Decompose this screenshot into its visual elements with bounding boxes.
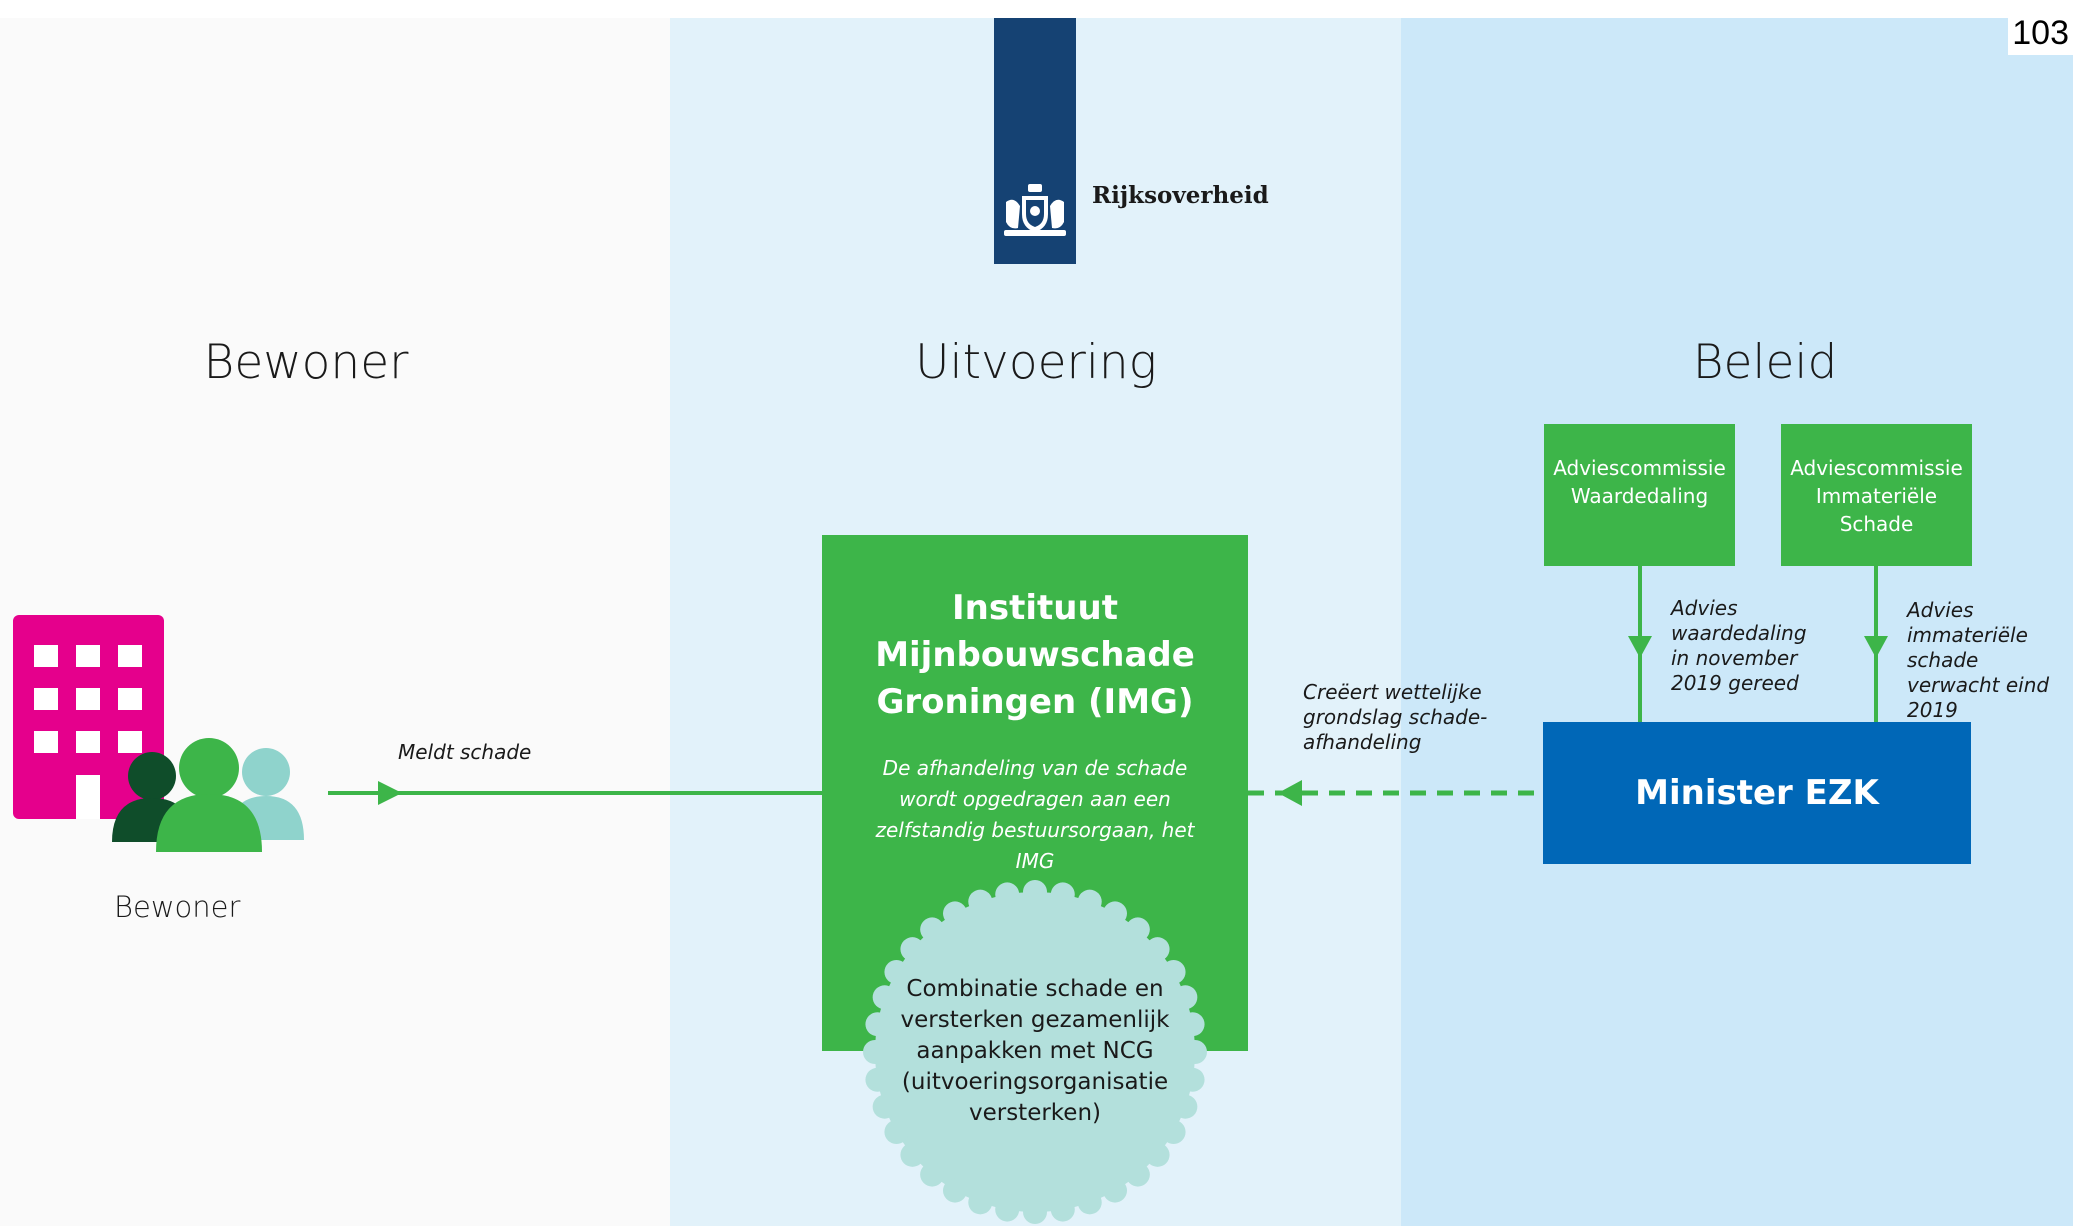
adviescommissie-waardedaling-box: Adviescommissie Waardedaling <box>1544 424 1735 566</box>
img-description: De afhandeling van de schade wordt opged… <box>875 756 1195 873</box>
column-beleid <box>1401 18 2073 1226</box>
column-heading-beleid: Beleid <box>1692 335 1838 390</box>
column-heading-bewoner: Bewoner <box>203 335 409 390</box>
adviescommissie-immaterieel-box: Adviescommissie Immateriële Schade <box>1781 424 1972 566</box>
rijksoverheid-wordmark: Rijksoverheid <box>1092 182 1269 209</box>
bewoner-label: Bewoner <box>114 890 241 924</box>
minister-ezk-box: Minister EZK <box>1543 722 1971 864</box>
page-number: 103 <box>2008 12 2073 55</box>
advies-immaterieel-label: Advies immateriële schade verwacht eind … <box>1907 598 2050 722</box>
coat-of-arms-icon <box>1004 184 1066 236</box>
ncg-text: Combinatie schade en versterken gezamenl… <box>900 976 1170 1126</box>
advies-waardedaling-label: Advies waardedaling in november 2019 ger… <box>1671 596 1807 695</box>
img-title: Instituut Mijnbouwschade Groningen (IMG) <box>875 588 1195 722</box>
ncg-scalloped-circle <box>863 880 1207 1224</box>
column-heading-uitvoering: Uitvoering <box>915 335 1157 390</box>
column-bewoner <box>0 18 670 1226</box>
meldt-schade-label: Meldt schade <box>398 740 532 764</box>
creeert-label: Creëert wettelijke grondslag schade-afha… <box>1303 680 1488 754</box>
